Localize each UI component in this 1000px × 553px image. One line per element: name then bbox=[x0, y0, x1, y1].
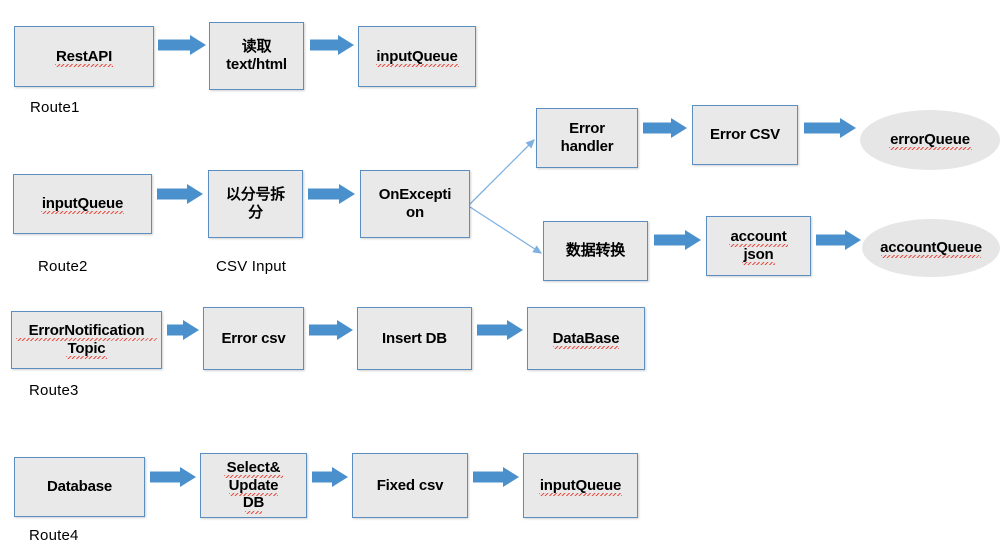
node-select-update-db[interactable]: Select& Update DB bbox=[200, 453, 307, 518]
node-label-account-queue: accountQueue bbox=[880, 239, 982, 257]
node-label-on-exception: OnExcepti on bbox=[378, 186, 452, 221]
node-error-csv-r3[interactable]: Error csv bbox=[203, 307, 304, 370]
branch-onexception-to-errorhandler[interactable] bbox=[464, 134, 540, 210]
node-database-r4[interactable]: Database bbox=[14, 457, 145, 517]
node-rest-api[interactable]: RestAPI bbox=[14, 26, 154, 87]
node-label-data-transform: 数据转换 bbox=[565, 242, 626, 260]
node-label-database-r4: Database bbox=[46, 478, 113, 496]
node-label-error-handler: Error handler bbox=[560, 120, 614, 155]
node-label-rest-api: RestAPI bbox=[55, 47, 113, 65]
node-label-input-queue-r4: inputQueue bbox=[539, 476, 622, 494]
node-label-insert-db: Insert DB bbox=[382, 329, 447, 347]
node-data-transform[interactable]: 数据转换 bbox=[543, 221, 648, 281]
node-label-input-queue-r1: inputQueue bbox=[376, 47, 458, 65]
node-label-read-text-html: 读取 text/html bbox=[226, 38, 287, 73]
node-input-queue-r4[interactable]: inputQueue bbox=[523, 453, 638, 518]
node-input-queue-r1[interactable]: inputQueue bbox=[358, 26, 476, 87]
node-account-json[interactable]: account json bbox=[706, 216, 811, 276]
node-label-error-queue: errorQueue bbox=[890, 131, 970, 149]
node-split-by-semicolon[interactable]: 以分号拆 分 bbox=[208, 170, 303, 238]
node-label-account-json: account json bbox=[730, 228, 787, 263]
node-read-text-html[interactable]: 读取 text/html bbox=[209, 22, 304, 90]
branch-onexception-to-transform[interactable] bbox=[464, 201, 547, 259]
node-error-queue[interactable]: errorQueue bbox=[860, 110, 1000, 170]
node-label-fixed-csv: Fixed csv bbox=[376, 476, 444, 494]
node-label-split-by-semicolon: 以分号拆 分 bbox=[225, 186, 286, 221]
label-route1: Route1 bbox=[30, 99, 80, 116]
label-route2: Route2 bbox=[38, 258, 88, 275]
node-label-database-r3: DataBase bbox=[552, 329, 620, 347]
node-account-queue[interactable]: accountQueue bbox=[862, 219, 1000, 277]
label-route3: Route3 bbox=[29, 382, 79, 399]
label-csv-input: CSV Input bbox=[216, 258, 287, 275]
node-database-r3[interactable]: DataBase bbox=[527, 307, 645, 370]
node-error-handler[interactable]: Error handler bbox=[536, 108, 638, 168]
node-error-notification-topic[interactable]: ErrorNotification Topic bbox=[11, 311, 162, 369]
node-label-input-queue-r2: inputQueue bbox=[41, 195, 124, 213]
node-on-exception[interactable]: OnExcepti on bbox=[360, 170, 470, 238]
label-route4: Route4 bbox=[29, 527, 79, 544]
node-label-error-csv-r3: Error csv bbox=[221, 329, 286, 347]
node-error-csv[interactable]: Error CSV bbox=[692, 105, 798, 165]
node-label-select-update-db: Select& Update DB bbox=[226, 458, 281, 512]
node-label-error-csv: Error CSV bbox=[710, 126, 780, 144]
node-input-queue-r2[interactable]: inputQueue bbox=[13, 174, 152, 234]
node-fixed-csv[interactable]: Fixed csv bbox=[352, 453, 468, 518]
node-label-error-notification-topic: ErrorNotification Topic bbox=[28, 322, 145, 357]
node-insert-db[interactable]: Insert DB bbox=[357, 307, 472, 370]
